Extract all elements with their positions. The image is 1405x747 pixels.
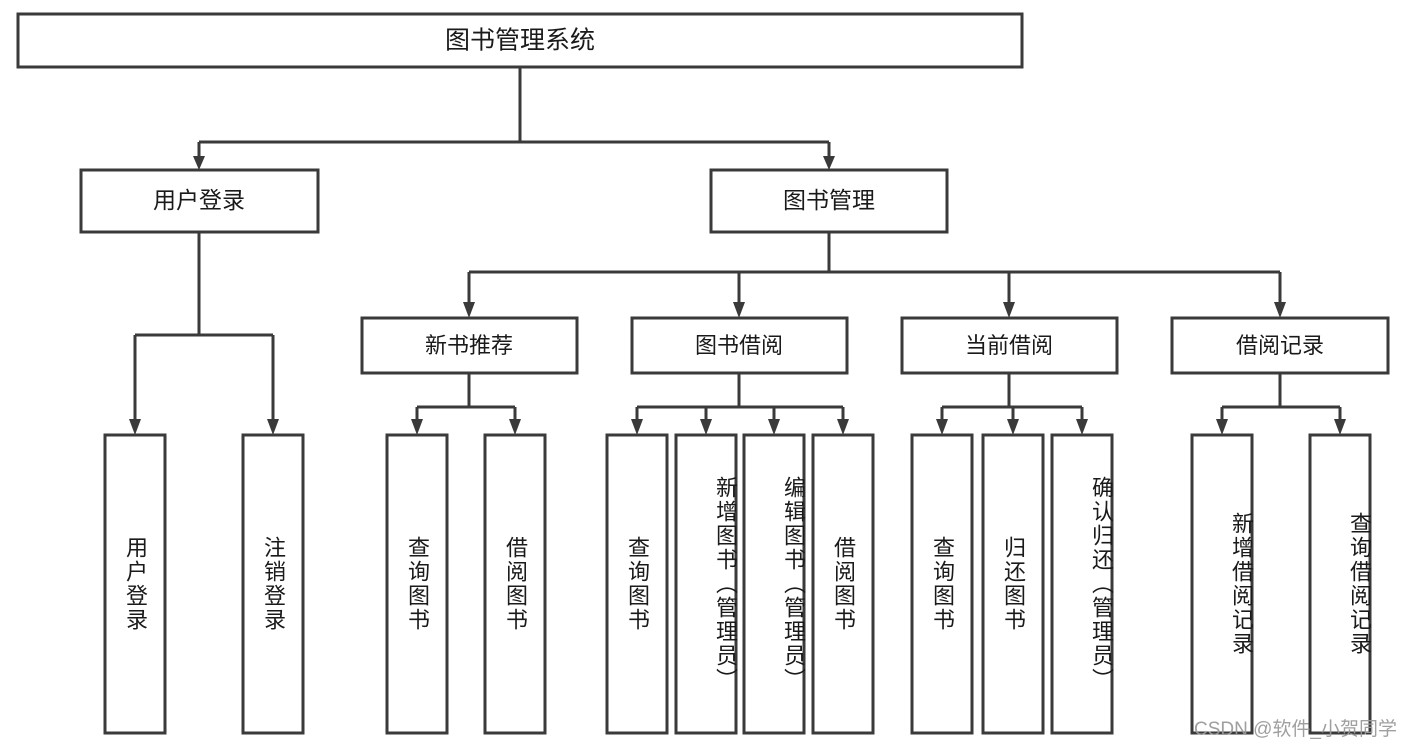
node-book-borrow[interactable]: 图书借阅 (630, 316, 849, 375)
node-new-book-recommend[interactable]: 新书推荐 (360, 316, 579, 375)
node-root-rect[interactable] (16, 12, 1024, 69)
leaf-node-rect[interactable] (103, 433, 167, 735)
arrow-userlogin-leaf2 (267, 419, 279, 435)
arrow-bookmgmt-to-current (1003, 302, 1015, 318)
leaf-node-rect[interactable] (811, 433, 875, 735)
arrow-bookmgmt-to-newbook (463, 302, 475, 318)
connector-group-borrow (631, 373, 849, 435)
connector-group-root (193, 67, 835, 170)
node-root-label: 图书管理系统 (445, 27, 595, 55)
node-book-borrow-rect[interactable] (630, 316, 849, 375)
leaf-node-rect[interactable] (1050, 433, 1114, 735)
node-user-login-rect[interactable] (79, 168, 320, 234)
leaf-node-rect[interactable] (1190, 433, 1254, 735)
leaf-node-rect[interactable] (1308, 433, 1372, 735)
node-root[interactable]: 图书管理系统 (16, 12, 1024, 69)
leaf-node-rect[interactable] (605, 433, 669, 735)
node-book-management-rect[interactable] (709, 168, 949, 234)
arrow-borrow-leaf3 (768, 419, 780, 435)
arrow-records-leaf1 (1216, 419, 1228, 435)
arrow-newbook-leaf1 (411, 419, 423, 435)
leaf-node-rect[interactable] (742, 433, 806, 735)
arrow-userlogin-leaf1 (129, 419, 141, 435)
node-new-book-recommend-rect[interactable] (360, 316, 579, 375)
connector-group-book-mgmt (463, 232, 1286, 318)
leaf-node-rect[interactable] (385, 433, 449, 735)
node-borrow-records[interactable]: 借阅记录 (1170, 316, 1390, 375)
leaf-node-rect[interactable] (483, 433, 547, 735)
arrow-records-leaf2 (1334, 419, 1346, 435)
arrow-bookmgmt-to-records (1274, 302, 1286, 318)
connector-group-records (1216, 373, 1346, 435)
node-book-management-label: 图书管理 (783, 187, 875, 213)
node-current-borrow-rect[interactable] (900, 316, 1119, 375)
node-current-borrow[interactable]: 当前借阅 (900, 316, 1119, 375)
node-new-book-recommend-label: 新书推荐 (425, 333, 513, 358)
arrow-newbook-leaf2 (509, 419, 521, 435)
node-book-management[interactable]: 图书管理 (709, 168, 949, 234)
node-user-login-label: 用户登录 (153, 187, 245, 213)
leaf-node-rect[interactable] (910, 433, 974, 735)
leaf-node-rect[interactable] (674, 433, 738, 735)
node-user-login[interactable]: 用户登录 (79, 168, 320, 234)
arrow-bookmgmt-to-borrow (733, 302, 745, 318)
connector-group-current (936, 373, 1088, 435)
node-borrow-records-label: 借阅记录 (1236, 333, 1324, 358)
leaf-node-rect[interactable] (241, 433, 305, 735)
arrow-borrow-leaf1 (631, 419, 643, 435)
node-current-borrow-label: 当前借阅 (965, 333, 1053, 358)
node-borrow-records-rect[interactable] (1170, 316, 1390, 375)
node-book-borrow-label: 图书借阅 (695, 333, 783, 358)
arrow-current-leaf1 (936, 419, 948, 435)
connector-group-user-login (129, 232, 279, 435)
arrow-borrow-leaf2 (700, 419, 712, 435)
arrow-borrow-leaf4 (837, 419, 849, 435)
watermark: CSDN @软件_小贺同学 (1194, 719, 1397, 740)
arrow-current-leaf3 (1076, 419, 1088, 435)
arrow-root-to-user-login (193, 156, 205, 170)
leaf-rect-group (103, 433, 1372, 735)
arrow-root-to-book-mgmt (823, 156, 835, 170)
arrow-current-leaf2 (1007, 419, 1019, 435)
leaf-node-rect[interactable] (981, 433, 1045, 735)
connector-group-newbook (411, 373, 521, 435)
